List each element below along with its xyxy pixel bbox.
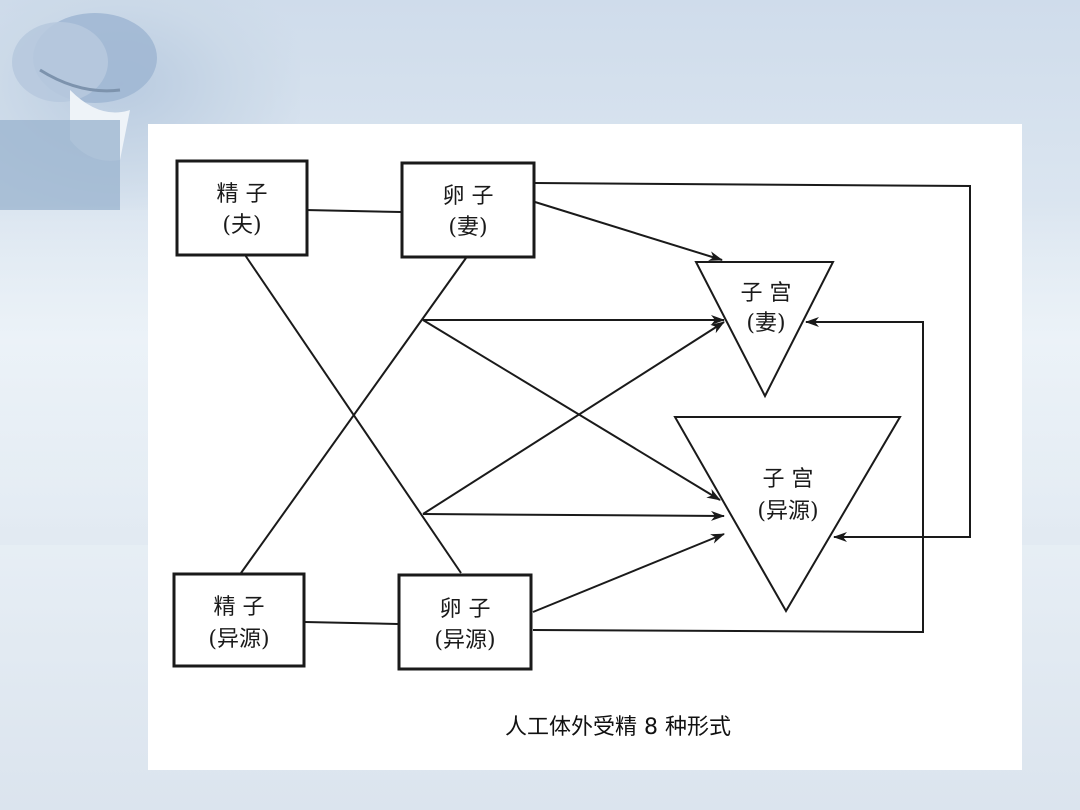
triangle-uterus-donor — [673, 416, 902, 613]
label-egg-wife-line2: (妻) — [448, 215, 487, 240]
box-egg-wife — [400, 161, 536, 259]
link-egg-wife-to-sperm-donor — [240, 257, 467, 574]
label-sperm-husband-line1: 精 子 — [217, 182, 268, 207]
route-egg-donor-to-uterus-wife — [532, 317, 924, 634]
ivf-diagram: 精 子 (夫) 卵 子 (妻) 精 子 (异源) 卵 子 (异源) 子 宫 (妻… — [172, 159, 971, 740]
link-sperm-egg-bottom — [304, 621, 399, 625]
box-sperm-husband — [175, 159, 309, 257]
link-sperm-egg-top — [304, 209, 402, 213]
arrow-upper-to-uterus-donor — [422, 319, 721, 501]
link-sperm-husband-to-egg-donor — [244, 254, 462, 574]
arrow-lower-to-uterus-donor — [422, 510, 725, 521]
label-uterus-wife-line2: (妻) — [746, 311, 785, 336]
label-sperm-husband-line2: (夫) — [222, 213, 261, 238]
diagram-panel: 精 子 (夫) 卵 子 (妻) 精 子 (异源) 卵 子 (异源) 子 宫 (妻… — [148, 124, 1022, 770]
box-sperm-donor — [172, 572, 306, 668]
label-sperm-donor-line2: (异源) — [208, 627, 269, 652]
label-uterus-donor-line2: (异源) — [757, 499, 818, 524]
label-egg-wife-line1: 卵 子 — [443, 184, 494, 209]
arrow-egg-wife-to-uterus-wife — [534, 201, 723, 261]
label-uterus-donor-line1: 子 宫 — [763, 467, 814, 492]
label-egg-donor-line2: (异源) — [434, 628, 495, 653]
label-sperm-donor-line1: 精 子 — [214, 595, 265, 620]
arrow-egg-donor-to-uterus-donor — [532, 533, 725, 613]
diagram-caption: 人工体外受精 8 种形式 — [505, 715, 731, 740]
box-egg-donor — [397, 573, 533, 671]
arrow-lower-to-uterus-wife — [422, 321, 725, 515]
route-egg-wife-to-uterus-donor — [534, 182, 971, 542]
label-egg-donor-line1: 卵 子 — [440, 597, 491, 622]
triangle-uterus-wife — [694, 261, 835, 399]
label-uterus-wife-line1: 子 宫 — [741, 281, 792, 306]
surgeon-illustration — [0, 13, 157, 210]
